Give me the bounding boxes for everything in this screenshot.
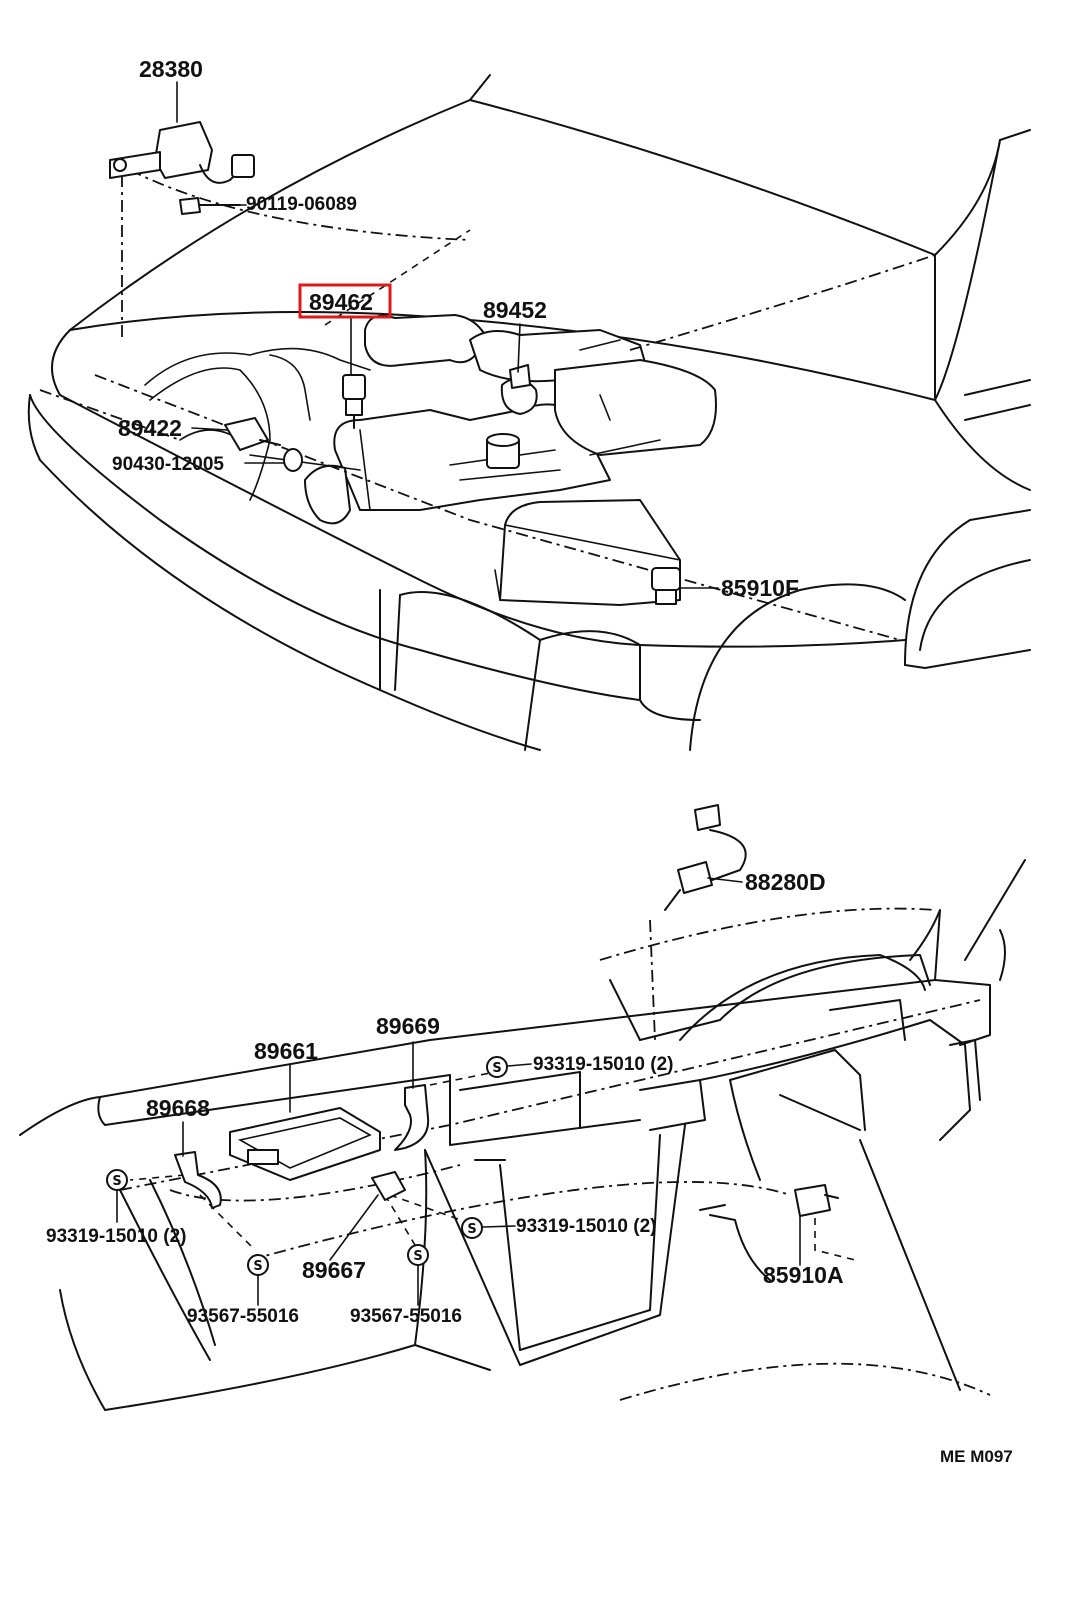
part-89669-drawing	[394, 1084, 430, 1151]
part-89668-drawing	[174, 1151, 222, 1209]
label-88280D[interactable]: 88280D	[745, 869, 826, 895]
label-89667[interactable]: 89667	[302, 1257, 366, 1283]
label-90119-06089[interactable]: 90119-06089	[246, 194, 357, 215]
diagram-code: ME M097	[940, 1447, 1013, 1466]
leader-dash-lines-upper	[39, 169, 936, 641]
svg-text:S: S	[413, 1249, 422, 1264]
label-90430-12005[interactable]: 90430-12005	[112, 454, 224, 475]
label-28380[interactable]: 28380	[139, 56, 203, 82]
dashboard-drawing	[19, 859, 1026, 1411]
screw-symbol-mid: S	[461, 1217, 483, 1239]
leader-dash-lines-lower	[119, 907, 991, 1401]
part-28380-drawing	[109, 121, 255, 215]
screw-symbol-top: S	[486, 1056, 508, 1078]
part-89462-drawing	[342, 374, 366, 429]
highlight-box-89462	[298, 283, 392, 319]
label-89661[interactable]: 89661	[254, 1038, 318, 1064]
part-89452-drawing	[500, 364, 538, 415]
screw-symbols: S S S S S	[106, 1056, 508, 1276]
engine-bay-drawing	[27, 74, 1031, 751]
part-85910F-drawing	[651, 567, 681, 605]
svg-text:S: S	[253, 1259, 262, 1274]
label-89452[interactable]: 89452	[483, 297, 547, 323]
screw-symbol-left: S	[106, 1169, 128, 1191]
svg-text:S: S	[112, 1174, 121, 1189]
part-90430-drawing	[283, 448, 303, 472]
label-93319-15010-top[interactable]: 93319-15010 (2)	[533, 1054, 674, 1075]
label-89669[interactable]: 89669	[376, 1013, 440, 1039]
svg-text:S: S	[492, 1061, 501, 1076]
leader-lines-upper	[176, 81, 719, 589]
label-89422[interactable]: 89422	[118, 415, 182, 441]
part-89667-drawing	[371, 1171, 406, 1201]
part-labels: 28380 90119-06089 89462 89452 89422 9043…	[46, 56, 1013, 1466]
part-89422-drawing	[224, 417, 281, 451]
svg-text:S: S	[467, 1222, 476, 1237]
label-93567-55016-mid[interactable]: 93567-55016	[350, 1306, 462, 1327]
label-89668[interactable]: 89668	[146, 1095, 210, 1121]
label-89462[interactable]: 89462	[309, 289, 373, 315]
part-89661-drawing	[229, 1107, 381, 1181]
label-93319-15010-mid[interactable]: 93319-15010 (2)	[516, 1216, 657, 1237]
screw-symbol-bottom-mid: S	[407, 1244, 429, 1266]
leader-lines-lower	[116, 877, 801, 1306]
part-85910A-drawing	[794, 1184, 839, 1217]
label-93567-55016-left[interactable]: 93567-55016	[187, 1306, 299, 1327]
label-85910A[interactable]: 85910A	[763, 1262, 844, 1288]
screw-symbol-bottom-left: S	[247, 1254, 269, 1276]
part-88280D-drawing	[664, 804, 747, 911]
label-85910F[interactable]: 85910F	[721, 575, 799, 601]
label-93319-15010-left[interactable]: 93319-15010 (2)	[46, 1226, 187, 1247]
